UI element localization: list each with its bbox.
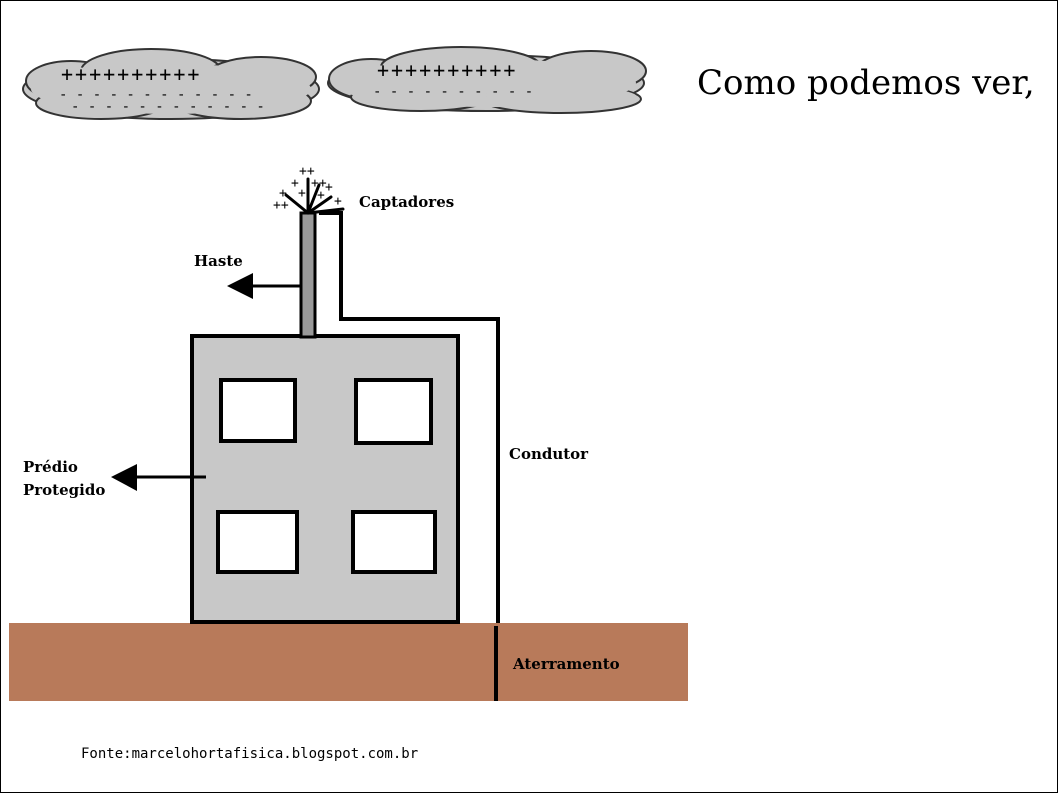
label-condutor: Condutor [509, 445, 589, 463]
haste-arrow [227, 273, 301, 299]
window [219, 378, 297, 443]
svg-text:++: ++ [311, 176, 327, 191]
window [354, 378, 433, 445]
window [216, 510, 299, 574]
air-terminal [284, 177, 345, 215]
svg-text:+: + [291, 176, 299, 191]
label-aterramento: Aterramento [512, 655, 620, 673]
ground [9, 623, 688, 701]
label-predio: Prédio [23, 458, 78, 476]
svg-text:+: + [298, 186, 306, 201]
slide-heading: Como podemos ver, [697, 63, 1035, 103]
cloud-right: ++++++++++ - - - - - - - - - - [327, 46, 647, 114]
svg-text:++: ++ [273, 198, 289, 213]
cloud-left-negative-charges: - - - - - - - - - - - - [59, 87, 253, 103]
cloud-right-negative-charges: - - - - - - - - - - [373, 84, 533, 100]
svg-text:+: + [279, 186, 287, 201]
source-credit: Fonte:marcelohortafisica.blogspot.com.br [81, 746, 419, 762]
cloud-right-positive-charges: ++++++++++ [377, 58, 517, 82]
svg-text:+: + [325, 180, 333, 195]
label-protegido: Protegido [23, 481, 105, 499]
protected-building [190, 334, 460, 624]
label-haste: Haste [194, 252, 243, 270]
cloud-left: ++++++++++ - - - - - - - - - - - - - - -… [22, 48, 320, 120]
rod [299, 211, 317, 339]
cloud-left-positive-charges: ++++++++++ [61, 62, 201, 86]
svg-text:+: + [317, 188, 325, 203]
svg-text:+: + [334, 194, 342, 209]
cloud-left-negative-charges-row2: - - - - - - - - - - - - [71, 99, 265, 115]
conductor-wire [319, 211, 500, 623]
label-captadores: Captadores [359, 193, 454, 211]
svg-text:++: ++ [299, 164, 315, 179]
building-arrow [111, 464, 206, 491]
window [351, 510, 437, 574]
air-terminal-charges: ++ + ++ + ++ + + + + [273, 164, 342, 213]
